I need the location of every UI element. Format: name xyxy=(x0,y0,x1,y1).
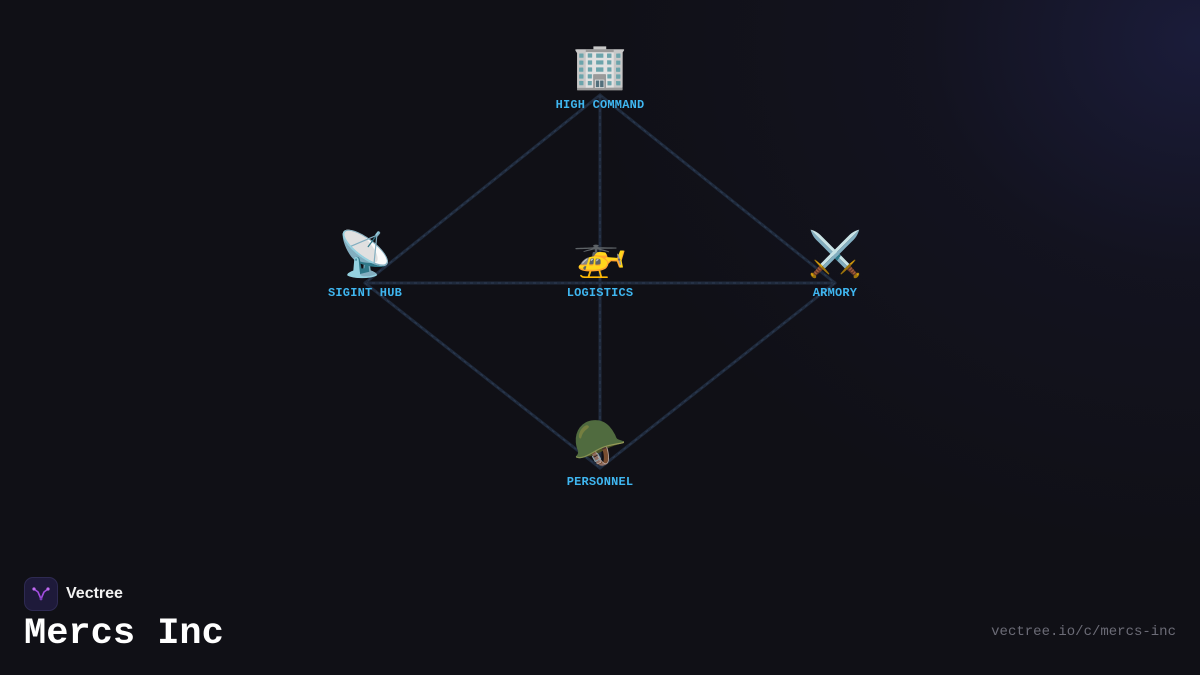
node-sigint-hub[interactable]: 📡 SIGINT HUB xyxy=(275,229,455,301)
crossed-swords-icon: ⚔️ xyxy=(807,229,863,280)
company-name: Mercs Inc xyxy=(24,613,224,655)
node-personnel[interactable]: 🪖 PERSONNEL xyxy=(510,418,690,490)
military-helmet-icon: 🪖 xyxy=(572,418,628,469)
node-label: HIGH COMMAND xyxy=(555,98,645,112)
node-label: SIGINT HUB xyxy=(327,286,402,300)
office-building-icon: 🏢 xyxy=(572,41,628,92)
vectree-logo-icon xyxy=(24,577,58,611)
edge-dash-sigint-hub-personnel xyxy=(364,282,601,469)
edge-dash-high-command-sigint-hub xyxy=(364,94,601,284)
brand-name: Vectree xyxy=(66,585,123,602)
node-label: ARMORY xyxy=(812,286,858,300)
node-label: LOGISTICS xyxy=(566,286,634,300)
company-url[interactable]: vectree.io/c/mercs-inc xyxy=(991,624,1176,640)
brand[interactable]: Vectree xyxy=(24,577,123,611)
node-logistics[interactable]: 🚁 LOGISTICS xyxy=(510,229,690,301)
node-armory[interactable]: ⚔️ ARMORY xyxy=(745,229,925,301)
node-high-command[interactable]: 🏢 HIGH COMMAND xyxy=(510,41,690,113)
edge-dash-armory-personnel xyxy=(599,282,836,469)
edge-dash-high-command-armory xyxy=(599,94,836,284)
satellite-dish-icon: 📡 xyxy=(337,229,393,280)
node-label: PERSONNEL xyxy=(566,475,634,489)
helicopter-icon: 🚁 xyxy=(572,229,628,280)
